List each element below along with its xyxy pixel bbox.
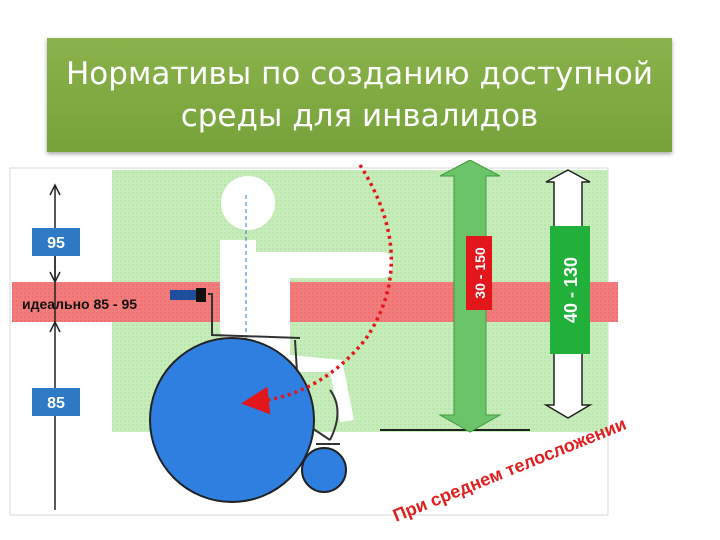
range-red-label: 30 - 150 (472, 247, 488, 299)
ideal-height-label: идеально 85 - 95 (22, 296, 137, 312)
accessibility-diagram: 95 85 идеально 85 - 95 (0, 160, 720, 540)
wheelchair-icon (149, 288, 347, 503)
label-85: 85 (47, 395, 65, 412)
range-green-label: 40 - 130 (561, 257, 581, 323)
title-line-2: среды для инвалидов (180, 98, 539, 134)
arrow-down-icon (49, 271, 61, 284)
person-icon (220, 176, 392, 422)
label-95-box (32, 228, 80, 256)
ideal-height-band (12, 282, 618, 322)
range-green-box (550, 226, 590, 354)
range-red-box (466, 236, 492, 310)
label-85-box (32, 388, 80, 416)
slide-title: Нормативы по созданию доступной среды дл… (47, 38, 672, 152)
label-95: 95 (47, 235, 65, 252)
title-line-1: Нормативы по созданию доступной (65, 56, 654, 92)
arrow-up-icon (49, 320, 61, 333)
reach-arc (241, 164, 394, 415)
